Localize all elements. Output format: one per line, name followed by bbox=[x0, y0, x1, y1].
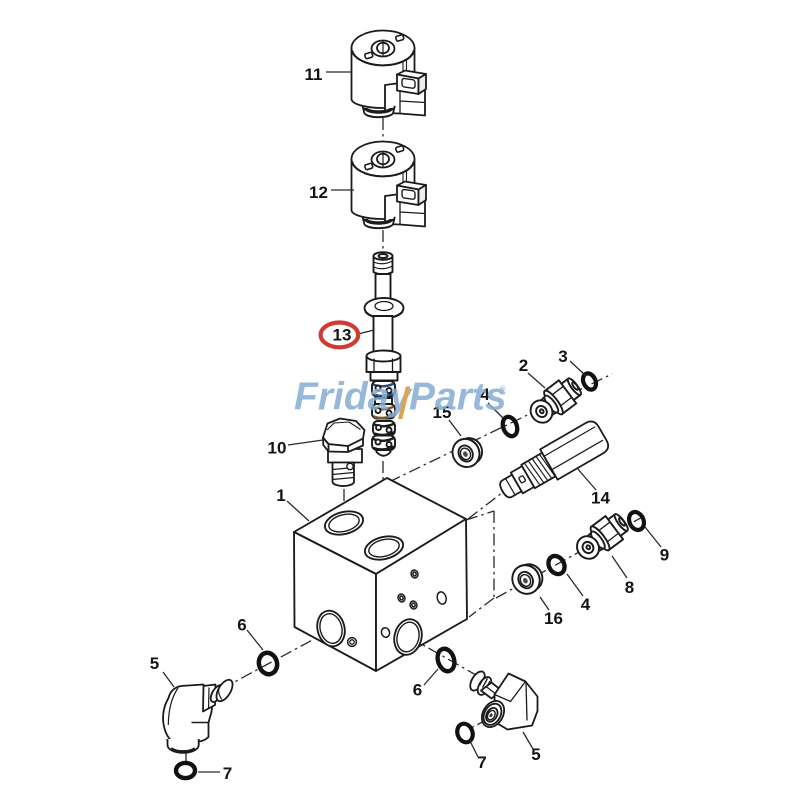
svg-text:4: 4 bbox=[581, 595, 591, 614]
svg-text:4: 4 bbox=[480, 385, 490, 404]
svg-text:7: 7 bbox=[477, 753, 486, 772]
svg-text:8: 8 bbox=[625, 578, 634, 597]
svg-text:Parts: Parts bbox=[409, 376, 507, 419]
svg-text:5: 5 bbox=[150, 654, 159, 673]
svg-text:®: ® bbox=[500, 385, 506, 394]
svg-text:6: 6 bbox=[413, 681, 422, 700]
svg-text:7: 7 bbox=[223, 764, 232, 783]
svg-text:13: 13 bbox=[333, 326, 352, 345]
svg-text:5: 5 bbox=[531, 745, 540, 764]
svg-text:10: 10 bbox=[268, 439, 287, 458]
svg-text:15: 15 bbox=[433, 403, 452, 422]
svg-text:3: 3 bbox=[558, 347, 567, 366]
svg-text:16: 16 bbox=[544, 609, 563, 628]
svg-text:6: 6 bbox=[237, 616, 246, 635]
svg-text:12: 12 bbox=[309, 183, 328, 202]
svg-text:1: 1 bbox=[276, 486, 285, 505]
svg-text:11: 11 bbox=[305, 65, 323, 84]
svg-text:14: 14 bbox=[591, 489, 610, 508]
svg-text:Friday: Friday bbox=[294, 376, 413, 419]
svg-text:9: 9 bbox=[660, 546, 669, 565]
svg-text:2: 2 bbox=[519, 356, 528, 375]
